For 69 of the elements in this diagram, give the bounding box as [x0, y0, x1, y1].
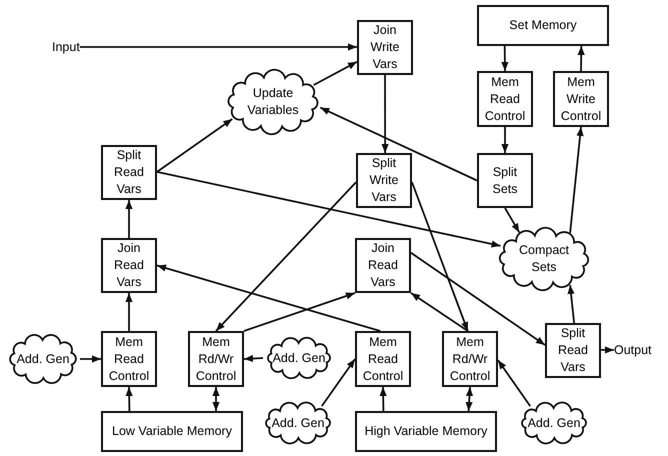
- process-box: [355, 411, 497, 452]
- arrow: [244, 354, 264, 362]
- process-box: [553, 71, 609, 127]
- signal-label: Output: [614, 342, 652, 358]
- box-label: Mem Rd/Wr Control: [448, 334, 492, 384]
- arrow: [411, 182, 469, 332]
- arrow: [601, 346, 614, 354]
- process-box: [188, 331, 244, 387]
- process-box: [355, 331, 411, 387]
- box-label: Mem Rd/Wr Control: [194, 334, 238, 384]
- box-label: Mem Read Control: [362, 334, 404, 384]
- process-box: [545, 323, 601, 378]
- process-box: [356, 153, 412, 208]
- process-box: [357, 20, 413, 75]
- arrow: [382, 75, 389, 153]
- process-box: [101, 145, 157, 200]
- box-label: Mem Read Control: [484, 74, 526, 124]
- arrow: [212, 387, 220, 411]
- box-label: Set Memory: [509, 17, 577, 34]
- box-label: Join Read Vars: [113, 240, 145, 291]
- box-label: Join Read Vars: [367, 240, 399, 291]
- arrow: [125, 200, 133, 238]
- box-label: Mem Write Control: [560, 74, 602, 124]
- arrow: [410, 292, 468, 332]
- process-box: [355, 238, 411, 293]
- arrow: [80, 43, 357, 51]
- arrow: [156, 264, 380, 332]
- box-label: Split Read Vars: [557, 325, 589, 376]
- arrow: [504, 208, 520, 233]
- box-label: Low Variable Memory: [112, 423, 232, 440]
- arrow: [156, 171, 501, 248]
- cloud-label: Add. Gen: [272, 350, 326, 366]
- arrow: [215, 182, 357, 332]
- box-label: Mem Read Control: [108, 334, 150, 384]
- arrow: [501, 127, 509, 153]
- process-box: [442, 331, 498, 387]
- process-box: [101, 411, 243, 452]
- arrow: [244, 292, 356, 332]
- cloud-label: Compact Sets: [518, 242, 570, 276]
- process-box: [477, 71, 533, 127]
- arrow: [313, 61, 358, 86]
- process-box: [101, 238, 157, 293]
- arrow: [125, 293, 133, 331]
- box-label: Join Write Vars: [370, 22, 400, 73]
- arrow: [126, 386, 133, 412]
- cloud-label: Add. Gen: [528, 414, 580, 432]
- arrow: [497, 360, 531, 407]
- arrow: [567, 284, 575, 324]
- box-label: Split Sets: [491, 164, 518, 198]
- arrow: [501, 46, 508, 72]
- cloud-label: Add. Gen: [16, 350, 70, 368]
- arrow: [410, 252, 546, 346]
- arrow: [466, 386, 474, 412]
- arrow: [569, 126, 584, 234]
- box-label: High Variable Memory: [364, 423, 488, 440]
- arrow: [320, 106, 478, 182]
- arrow: [578, 46, 585, 72]
- process-box: [477, 153, 533, 208]
- arrow: [80, 355, 101, 363]
- signal-label: Input: [52, 39, 80, 55]
- arrow: [321, 358, 356, 407]
- arrow: [380, 386, 387, 412]
- cloud-label: Add. Gen: [272, 414, 324, 432]
- box-label: Split Read Vars: [113, 147, 145, 198]
- cloud-label: Update Variables: [246, 85, 300, 119]
- process-box: [477, 5, 609, 46]
- process-box: [101, 331, 157, 387]
- arrow: [156, 118, 233, 173]
- box-label: Split Write Vars: [368, 155, 400, 206]
